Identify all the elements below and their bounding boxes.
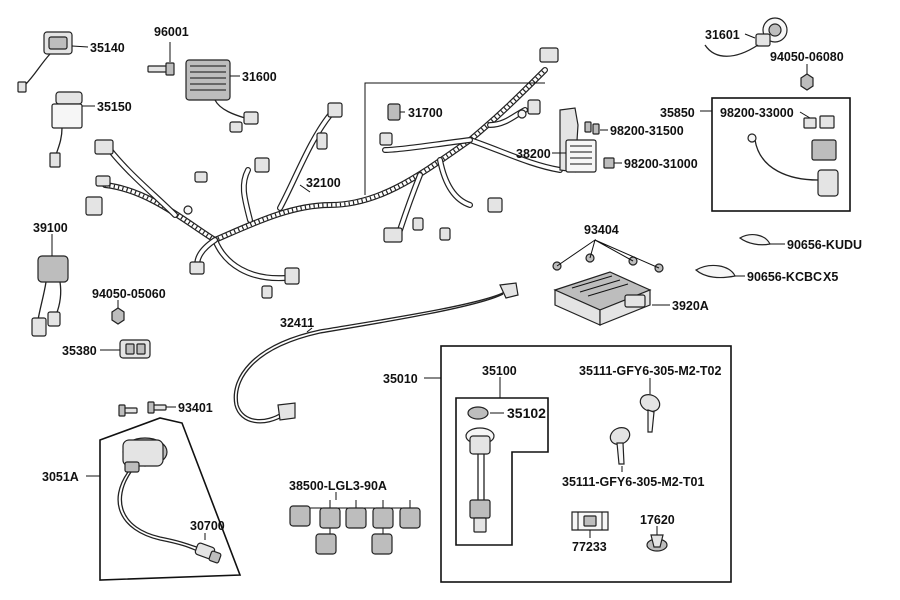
part-90656-kcbc-band[interactable] bbox=[694, 264, 736, 279]
part-93401-bolts[interactable] bbox=[118, 401, 167, 417]
frame-35100 bbox=[455, 397, 549, 546]
part-35111-t02-key[interactable] bbox=[638, 392, 663, 433]
part-31600-regulator[interactable] bbox=[185, 59, 259, 133]
part-35111-t01-key[interactable] bbox=[608, 425, 633, 465]
label-98200-31500: 98200-31500 bbox=[610, 124, 684, 138]
label-3920a: 3920A bbox=[672, 299, 709, 313]
frame-35010 bbox=[440, 345, 732, 583]
label-93404: 93404 bbox=[584, 223, 619, 237]
label-93401: 93401 bbox=[178, 401, 213, 415]
part-35150-relay[interactable] bbox=[49, 91, 83, 168]
label-77233: 77233 bbox=[572, 540, 607, 554]
label-3051a: 3051A bbox=[42, 470, 79, 484]
label-35150: 35150 bbox=[97, 100, 132, 114]
part-31601-rectifier[interactable] bbox=[704, 17, 788, 57]
label-31601: 31601 bbox=[705, 28, 740, 42]
label-38500: 38500-LGL3-90A bbox=[289, 479, 387, 493]
part-17620-valve[interactable] bbox=[646, 534, 668, 552]
part-30700-plug-cap[interactable] bbox=[194, 542, 222, 564]
frame-3051a bbox=[99, 417, 242, 581]
label-17620: 17620 bbox=[640, 513, 675, 527]
label-38200: 38200 bbox=[516, 147, 551, 161]
part-39100-flasher[interactable] bbox=[31, 255, 69, 337]
label-35850: 35850 bbox=[660, 106, 695, 120]
wire-harness-32100[interactable] bbox=[85, 47, 563, 299]
label-90656-kudu: 90656-KUDU bbox=[787, 238, 862, 252]
label-35100: 35100 bbox=[482, 364, 517, 378]
label-31600: 31600 bbox=[242, 70, 277, 84]
label-98200-31000: 98200-31000 bbox=[624, 157, 698, 171]
part-98200-31000-fuse[interactable] bbox=[603, 157, 615, 169]
label-30700: 30700 bbox=[190, 519, 225, 533]
label-32411: 32411 bbox=[280, 316, 314, 330]
label-qty-x5: X5 bbox=[823, 270, 838, 284]
label-94050-06080: 94050-06080 bbox=[770, 50, 844, 64]
part-3920a-ecu[interactable] bbox=[553, 271, 652, 326]
label-35111-t02: 35111-GFY6-305-M2-T02 bbox=[579, 364, 721, 378]
part-32411-ground-cable[interactable] bbox=[233, 282, 519, 424]
part-35140-connector[interactable] bbox=[17, 31, 73, 93]
leaders-93404 bbox=[556, 238, 660, 269]
bracket-31700-outline bbox=[364, 82, 545, 195]
label-35010: 35010 bbox=[383, 372, 418, 386]
label-39100: 39100 bbox=[33, 221, 68, 235]
part-90656-kudu-band[interactable] bbox=[738, 234, 771, 246]
part-94050-06080-nut[interactable] bbox=[800, 73, 814, 91]
label-35102: 35102 bbox=[507, 405, 546, 421]
part-35380-switch[interactable] bbox=[119, 339, 151, 359]
label-35380: 35380 bbox=[62, 344, 97, 358]
part-38500-relay-set[interactable] bbox=[289, 505, 421, 555]
part-77233-holder[interactable] bbox=[571, 511, 609, 531]
label-35140: 35140 bbox=[90, 41, 125, 55]
label-94050-05060: 94050-05060 bbox=[92, 287, 166, 301]
part-35100-ignition-switch[interactable] bbox=[465, 427, 495, 533]
label-90656-kcbc: 90656-KCBC bbox=[747, 270, 822, 284]
label-32100: 32100 bbox=[306, 176, 341, 190]
part-3051a-ignition-coil[interactable] bbox=[117, 437, 203, 553]
label-96001: 96001 bbox=[154, 25, 189, 39]
label-35111-t01: 35111-GFY6-305-M2-T01 bbox=[562, 475, 704, 489]
part-35850-starter-relay[interactable] bbox=[747, 115, 839, 197]
part-35102-cap[interactable] bbox=[467, 406, 489, 420]
part-98200-31500-fuse[interactable] bbox=[584, 121, 600, 135]
label-31700: 31700 bbox=[408, 106, 443, 120]
frame-35850 bbox=[711, 97, 851, 212]
part-96001-bolt[interactable] bbox=[147, 62, 175, 76]
part-38200-fuse-box[interactable] bbox=[559, 107, 597, 173]
part-94050-05060-nut[interactable] bbox=[111, 307, 125, 325]
label-98200-33000: 98200-33000 bbox=[720, 106, 794, 120]
part-31700-connector[interactable] bbox=[387, 103, 401, 121]
